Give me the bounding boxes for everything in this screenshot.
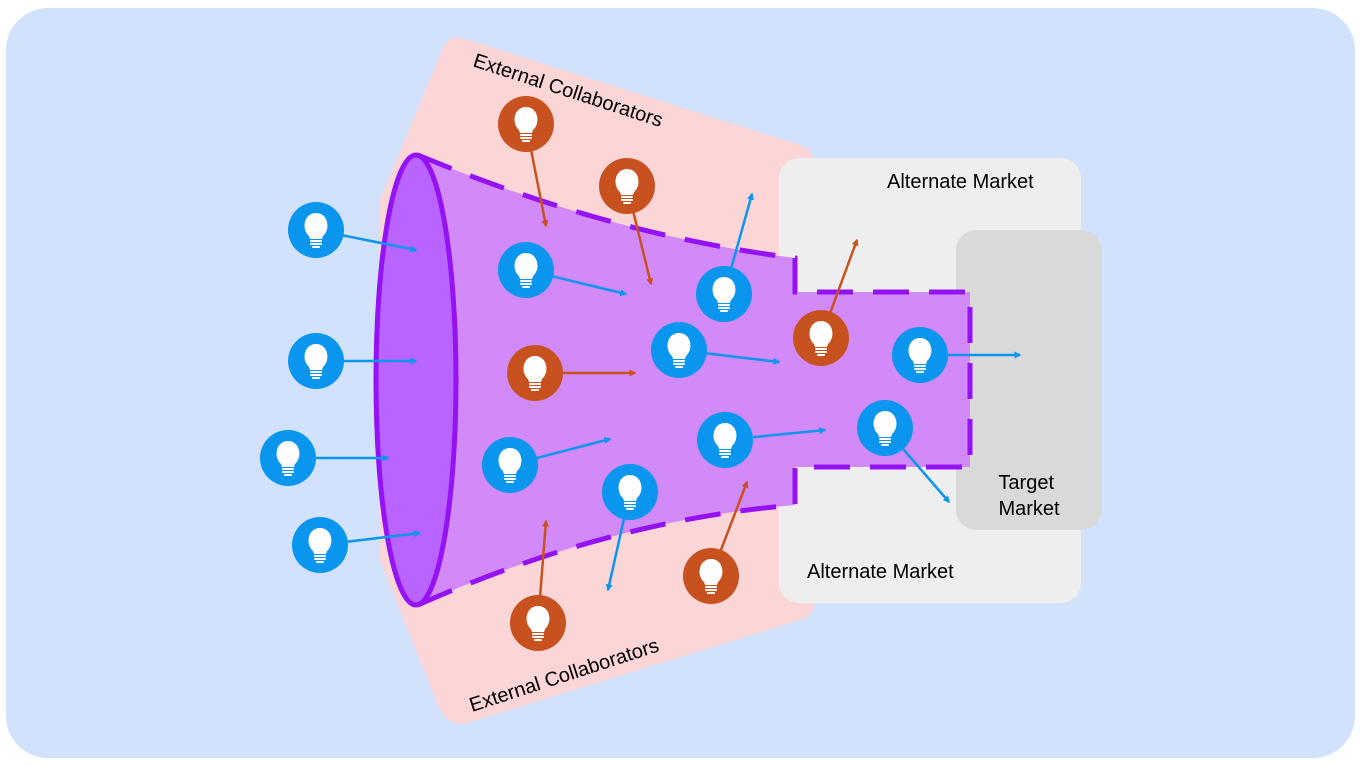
label-alternate-market-bottom: Alternate Market — [807, 561, 954, 583]
label-target-market: Target Market — [998, 472, 1060, 520]
external-idea-arrow — [631, 210, 654, 286]
internal-idea-lightbulb-icon — [602, 464, 658, 520]
internal-idea-lightbulb-icon — [292, 517, 348, 573]
internal-idea-lightbulb-icon — [498, 242, 554, 298]
internal-idea-arrow — [605, 517, 626, 592]
internal-idea-arrow — [341, 233, 418, 253]
funnel-dashed-border — [416, 152, 973, 608]
external-idea-arrow — [719, 480, 749, 553]
internal-idea-arrow — [750, 427, 827, 439]
ideas-layer — [260, 96, 948, 651]
external-idea-arrow — [538, 519, 550, 598]
external-idea-lightbulb-icon — [793, 310, 849, 366]
external-idea-lightbulb-icon — [599, 158, 655, 214]
internal-idea-arrow — [704, 351, 781, 365]
internal-idea-lightbulb-icon — [288, 202, 344, 258]
internal-idea-lightbulb-icon — [857, 400, 913, 456]
external-idea-arrow — [529, 149, 549, 228]
target-market-zone — [956, 230, 1102, 530]
external-idea-lightbulb-icon — [507, 345, 563, 401]
internal-idea-arrow — [345, 530, 422, 544]
internal-idea-arrow — [550, 274, 628, 297]
external-idea-lightbulb-icon — [510, 595, 566, 651]
internal-idea-lightbulb-icon — [697, 412, 753, 468]
label-alternate-market-top: Alternate Market — [887, 171, 1034, 193]
internal-idea-arrow — [901, 446, 950, 504]
internal-idea-lightbulb-icon — [892, 327, 948, 383]
internal-idea-lightbulb-icon — [482, 437, 538, 493]
external-idea-lightbulb-icon — [498, 96, 554, 152]
funnel-opening — [373, 152, 459, 608]
idea-flow-arrows — [314, 149, 1022, 598]
internal-idea-lightbulb-icon — [696, 266, 752, 322]
internal-idea-arrow — [729, 192, 754, 270]
internal-idea-arrow — [534, 437, 612, 460]
external-idea-arrow — [828, 238, 859, 315]
internal-idea-lightbulb-icon — [260, 430, 316, 486]
internal-idea-lightbulb-icon — [651, 322, 707, 378]
internal-idea-lightbulb-icon — [288, 333, 344, 389]
funnel-body — [418, 155, 970, 605]
external-idea-lightbulb-icon — [683, 548, 739, 604]
